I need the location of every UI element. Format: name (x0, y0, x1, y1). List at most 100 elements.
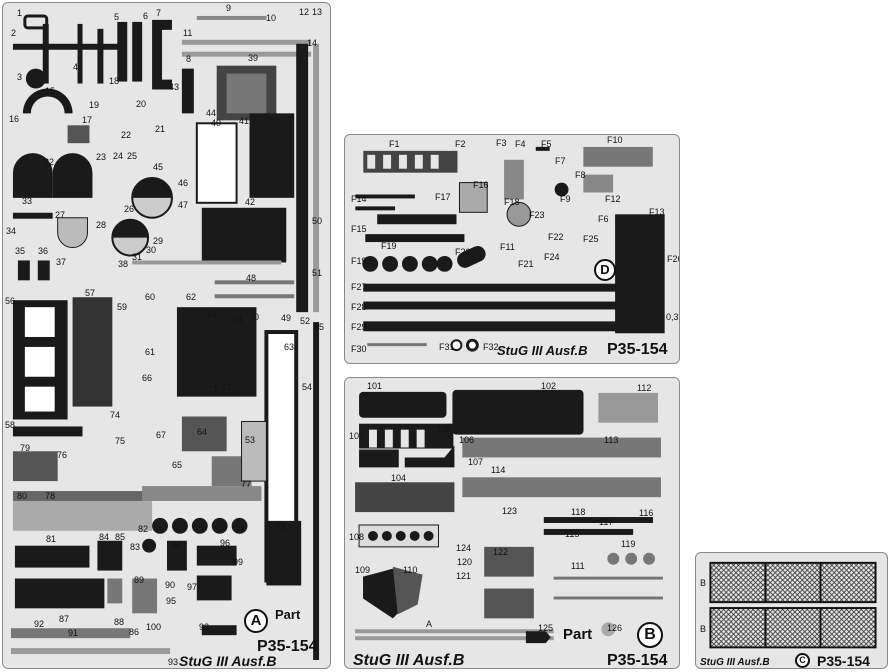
fret-a-label-27: 27 (55, 210, 66, 220)
fret-a-label-83: 83 (130, 542, 141, 552)
fret-b-label-123: 123 (502, 506, 518, 516)
fret-d-label-f12: F12 (605, 194, 621, 204)
fret-a-label-68: 68 (207, 310, 218, 320)
fret-a-label-89: 89 (134, 575, 145, 585)
fret-a-label-25: 25 (127, 151, 138, 161)
fret-d-code: P35-154 (607, 341, 668, 358)
fret-b-brand-logo: Part (563, 626, 593, 643)
fret-d-label-f13: F13 (649, 207, 665, 217)
fret-c-row-mark-1: B (700, 578, 707, 588)
fret-a-label-92: 92 (34, 619, 45, 629)
fret-a-label-90: 90 (165, 580, 176, 590)
fret-a-label-95: 95 (166, 596, 177, 606)
fret-a-label-34: 34 (6, 226, 17, 236)
fret-d-label-f29: F29 (351, 322, 367, 332)
fret-a-label-84: 84 (99, 532, 110, 542)
fret-a-label-6: 6 (143, 11, 149, 21)
fret-d: F1 F2 F3 F4 F5 F6 F7 F8 F9 F10 F11 F12 F… (344, 134, 680, 364)
fret-a-label-54: 54 (302, 382, 313, 392)
fret-d-label-f16: F16 (473, 180, 489, 190)
fret-a-label-16: 16 (9, 114, 20, 124)
fret-a-label-18: 18 (109, 76, 120, 86)
fret-a-label-82: 82 (138, 524, 149, 534)
fret-d-label-f2: F2 (455, 139, 466, 149)
fret-a-label-44: 44 (206, 108, 217, 118)
fret-a-label-37: 37 (56, 257, 67, 267)
fret-c-sheet-letter: C (795, 653, 810, 668)
fret-c-code: P35-154 (817, 653, 870, 669)
fret-a-label-14: 14 (307, 38, 318, 48)
fret-b-label-120: 120 (457, 557, 473, 567)
fret-b-sheet-letter: B (637, 622, 663, 648)
fret-a-label-70: 70 (249, 312, 260, 322)
fret-a-label-8: 8 (186, 54, 192, 64)
fret-a-label-5: 5 (114, 12, 120, 22)
fret-d-label-f4: F4 (515, 139, 526, 149)
fret-d-label-f17: F17 (435, 192, 451, 202)
fret-a-label-80: 80 (17, 491, 28, 501)
fret-a-label-35: 35 (15, 246, 26, 256)
fret-b-label-115: 115 (565, 529, 580, 539)
fret-d-label-f30: F30 (351, 344, 367, 354)
fret-d-label-f19a: F19a (351, 256, 372, 266)
fret-a-label-45: 45 (153, 162, 164, 172)
fret-a-label-20: 20 (136, 99, 147, 109)
fret-d-label-f3: F3 (496, 138, 507, 148)
fret-c: B B StuG III Ausf.B C P35-154 (695, 552, 888, 669)
fret-a-label-53: 53 (245, 435, 256, 445)
fret-a-label-4: 4 (73, 62, 79, 72)
fret-b-label-125: 125 (538, 623, 554, 633)
fret-d-label-f24: F24 (544, 252, 560, 262)
fret-a-label-63: 63 (284, 342, 295, 352)
fret-a-label-47: 47 (178, 200, 189, 210)
fret-d-label-f9: F9 (560, 194, 571, 204)
fret-b-label-122: 122 (493, 547, 509, 557)
fret-b-label-113: 113 (604, 435, 619, 445)
fret-b-label-111: 111 (571, 561, 585, 571)
fret-b-label-124: 124 (456, 543, 472, 553)
fret-a-label-85: 85 (115, 532, 126, 542)
fret-b: 101 102 103 104 105 106 107 108 109 110 … (344, 377, 680, 669)
fret-a-label-57: 57 (85, 288, 96, 298)
fret-a-label-55: 55 (314, 322, 325, 332)
fret-a-label-81: 81 (46, 534, 57, 544)
fret-a-label-98: 98 (199, 622, 210, 632)
fret-a-label-64: 64 (197, 427, 208, 437)
fret-a-label-52: 52 (300, 316, 311, 326)
fret-c-mesh (709, 561, 877, 649)
fret-d-label-f20: F20 (455, 247, 471, 257)
fret-a-label-100: 100 (146, 622, 162, 632)
fret-a-label-50: 50 (312, 216, 323, 226)
fret-d-label-f31: F31 (439, 342, 455, 352)
fret-b-code: P35-154 (607, 652, 668, 669)
fret-a-label-62: 62 (186, 292, 197, 302)
fret-b-label-103: 103 (349, 431, 365, 441)
fret-d-sheet-letter: D (594, 259, 616, 281)
fret-a-label-74: 74 (110, 410, 121, 420)
fret-a-label-17: 17 (82, 115, 93, 125)
fret-b-label-106: 106 (459, 435, 475, 445)
fret-d-label-f8: F8 (575, 170, 586, 180)
fret-d-label-f10: F10 (607, 135, 623, 145)
fret-a-label-24: 24 (113, 151, 124, 161)
fret-b-label-112: 112 (637, 383, 652, 393)
fret-b-label-118: 118 (571, 507, 586, 517)
fret-a-label-59: 59 (117, 302, 128, 312)
fret-a-label-46: 46 (178, 178, 189, 188)
fret-a-label-19: 19 (89, 100, 100, 110)
fret-a-label-94: 94 (171, 540, 182, 550)
fret-b-label-121: 121 (456, 571, 472, 581)
fret-b-label-114: 114 (491, 465, 506, 475)
fret-d-label-f32: F32 (483, 342, 499, 352)
fret-b-label-116: 116 (639, 508, 654, 518)
fret-a-label-31: 31 (132, 252, 143, 262)
fret-a-label-26: 26 (124, 204, 135, 214)
fret-b-label-105: 105 (436, 424, 452, 434)
fret-a-label-60: 60 (145, 292, 156, 302)
fret-a-label-88: 88 (114, 617, 125, 627)
fret-a-label-7: 7 (156, 8, 162, 18)
fret-a-label-30: 30 (146, 245, 157, 255)
fret-d-label-f25: F25 (583, 234, 599, 244)
fret-a-label-72: 72 (222, 382, 233, 392)
fret-a-label-71: 71 (208, 384, 219, 394)
